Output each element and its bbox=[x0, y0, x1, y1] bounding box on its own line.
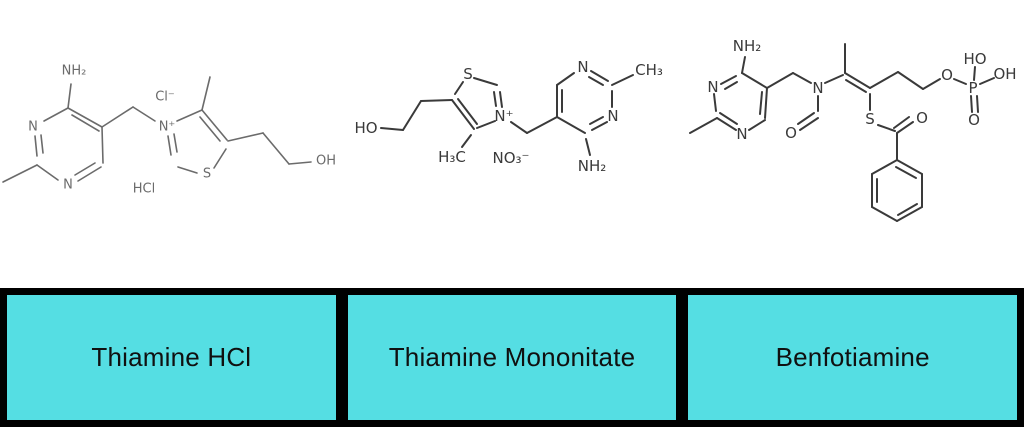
atom-label-h3c: H₃C bbox=[438, 148, 466, 166]
benfotiamine-bonds bbox=[689, 43, 995, 222]
atom-label-chloride: Cl⁻ bbox=[155, 90, 175, 105]
label-cards-row: Thiamine HCl Thiamine Mononitate Benfoti… bbox=[0, 288, 1024, 427]
atom-label-o-ester: O bbox=[941, 66, 953, 84]
atom-label-o-phosphoryl: O bbox=[968, 111, 980, 129]
atom-label-n1: N bbox=[63, 178, 73, 193]
atom-label-ho: HO bbox=[354, 119, 377, 137]
atom-label-n3: N bbox=[607, 107, 618, 125]
atom-label-ch3: CH₃ bbox=[635, 61, 663, 79]
atom-label-n-amide: N bbox=[812, 79, 823, 97]
card-label-thiamine-mononitrate: Thiamine Mononitate bbox=[388, 342, 636, 372]
thiamine-mononitrate-bonds bbox=[380, 70, 634, 156]
atom-label-n1: N bbox=[577, 58, 588, 76]
atom-label-s: S bbox=[203, 167, 211, 182]
molecule-thiamine-hcl: NH₂ N N Cl⁻ N⁺ S OH HCl bbox=[2, 64, 336, 197]
thiamine-hcl-bonds bbox=[2, 76, 312, 183]
atom-label-nitrate: NO₃⁻ bbox=[493, 149, 530, 167]
atom-label-n1: N bbox=[736, 125, 747, 143]
card-label-thiamine-hcl: Thiamine HCl bbox=[91, 342, 252, 372]
atom-label-ho: HO bbox=[963, 50, 986, 68]
atom-label-o-formyl: O bbox=[785, 124, 797, 142]
card-benfotiamine: Benfotiamine bbox=[683, 290, 1023, 425]
atom-label-n3: N bbox=[707, 78, 718, 96]
atom-label-oh: OH bbox=[993, 65, 1016, 83]
atom-label-s: S bbox=[463, 65, 473, 83]
atom-label-n-plus: N⁺ bbox=[494, 107, 513, 125]
atom-label-nh2: NH₂ bbox=[733, 37, 762, 55]
atom-label-n-plus: N⁺ bbox=[159, 120, 176, 135]
atom-label-o-thioester: O bbox=[916, 109, 928, 127]
card-label-benfotiamine: Benfotiamine bbox=[775, 342, 930, 372]
card-thiamine-mononitrate: Thiamine Mononitate bbox=[342, 290, 682, 425]
molecule-benfotiamine: NH₂ N N N O S O O P HO OH O bbox=[689, 37, 1017, 222]
atom-label-nh2: NH₂ bbox=[62, 64, 87, 79]
molecule-thiamine-mononitrate: HO S N⁺ H₃C NO₃⁻ N CH₃ N NH₂ bbox=[354, 58, 662, 175]
card-thiamine-hcl: Thiamine HCl bbox=[2, 290, 341, 425]
atom-label-n3: N bbox=[28, 120, 38, 135]
atom-label-s: S bbox=[865, 110, 875, 128]
atom-label-nh2: NH₂ bbox=[578, 157, 607, 175]
molecule-structures: NH₂ N N Cl⁻ N⁺ S OH HCl bbox=[2, 37, 1017, 222]
atom-label-p: P bbox=[968, 79, 977, 97]
atom-label-oh: OH bbox=[316, 154, 336, 169]
atom-label-hcl: HCl bbox=[133, 182, 155, 197]
